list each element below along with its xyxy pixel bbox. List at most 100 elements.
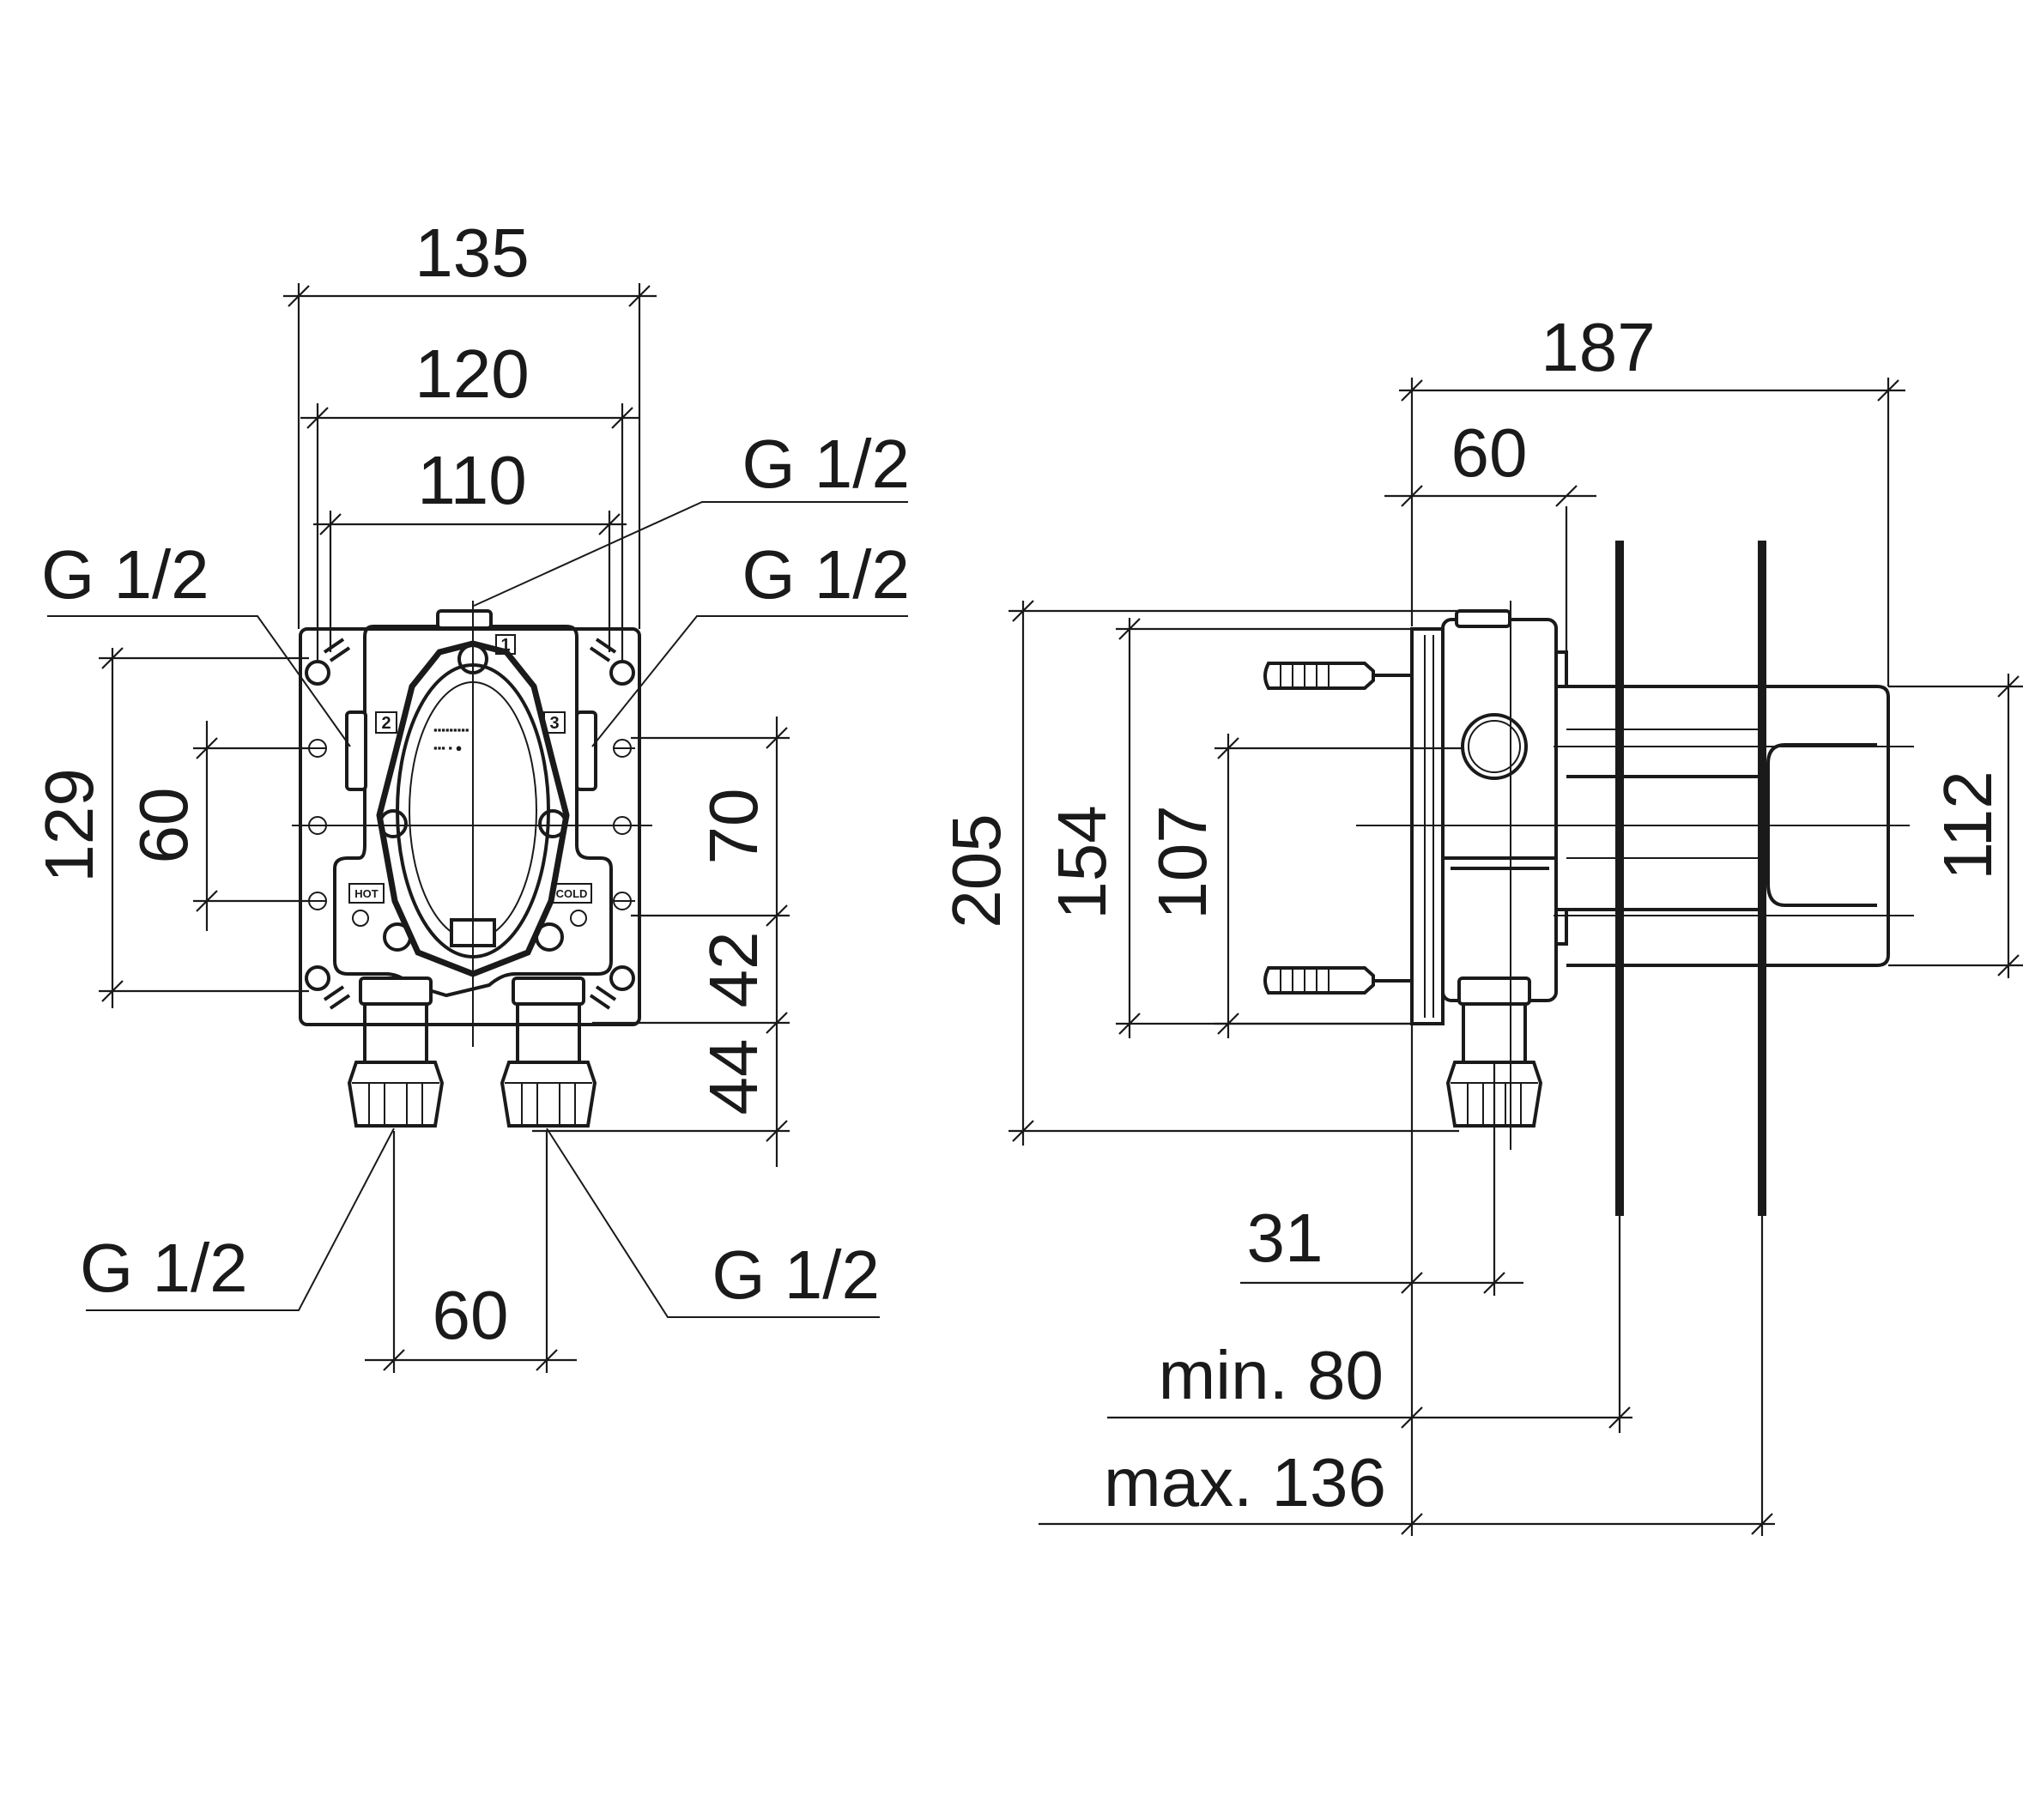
center-lines	[292, 601, 652, 1047]
side-screw-left-icon	[379, 809, 408, 838]
dim-right-42-label: 42	[695, 932, 772, 1008]
dim-wall-max-136: max. 136	[1039, 1216, 1775, 1536]
top-port-cap	[436, 609, 493, 630]
side-box-nub	[1554, 908, 1568, 946]
mounting-hole-icon	[305, 965, 330, 991]
dim-height-129: 129	[31, 647, 309, 1008]
thread-callout-bottom-left: G 1/2	[80, 1128, 395, 1311]
dim-depth-187: 187	[1399, 309, 1905, 686]
extension-sleeve-inner	[1566, 729, 1762, 859]
box-top-cap	[1455, 609, 1511, 628]
extension-sleeve	[1566, 685, 1762, 967]
fitting-body	[516, 1002, 581, 1064]
mounting-holes	[305, 638, 635, 1010]
thread-callout-bottom-left-label: G 1/2	[80, 1230, 248, 1306]
inlet-fitting-left	[347, 977, 445, 1128]
thread-callout-left: G 1/2	[41, 536, 351, 747]
wall-anchor-top	[1263, 662, 1412, 690]
right-side-port	[575, 710, 597, 791]
port-label-2: 2	[381, 714, 391, 733]
thread-callout-left-label: G 1/2	[41, 536, 209, 613]
dim-width-110: 110	[313, 442, 627, 652]
fitting-collar	[500, 1061, 597, 1128]
side-box-nub	[1554, 650, 1568, 688]
side-screw-right-icon	[538, 809, 567, 838]
fitting-body	[363, 1002, 428, 1064]
dim-wall-min-80: min. 80	[1107, 1216, 1632, 1433]
dim-right-44-label: 44	[695, 1039, 772, 1116]
dim-depth-187-label: 187	[1541, 309, 1655, 385]
dim-right-70-label: 70	[695, 789, 772, 865]
thread-callout-right-label: G 1/2	[742, 536, 910, 613]
fitting-nut	[512, 977, 585, 1006]
port-label-3: 3	[549, 714, 559, 733]
dim-height-60-left-label: 60	[125, 788, 202, 864]
mounting-hole-icon	[609, 965, 635, 991]
dim-trim-112: 112	[1888, 674, 2023, 978]
dim-width-120-label: 120	[415, 336, 529, 412]
side-center-lines	[1356, 601, 1914, 1150]
wall-anchor-bottom	[1263, 966, 1412, 995]
dim-outlet-spacing-label: 60	[433, 1277, 509, 1353]
fitting-collar	[347, 1061, 445, 1128]
dim-trim-112-label: 112	[1929, 771, 2006, 880]
cold-indicator-icon	[570, 910, 587, 927]
cold-label: COLD	[556, 887, 588, 900]
box-division	[1443, 856, 1556, 870]
bottom-screw-right-icon	[535, 922, 564, 952]
slot-icon	[589, 638, 617, 662]
dim-width-135-label: 135	[415, 215, 529, 291]
thread-callout-bottom-right-label: G 1/2	[712, 1237, 880, 1313]
diverter-port-icon	[1461, 713, 1528, 780]
dim-height-129-label: 129	[31, 768, 107, 882]
slot-icon	[323, 985, 351, 1010]
badge-text-line-1: ▪▪▪▪▪▪▪▪▪	[433, 723, 469, 736]
dim-depth-60: 60	[1384, 414, 1596, 686]
dim-offset-31-label: 31	[1247, 1200, 1323, 1276]
mounting-hole-icon	[609, 660, 635, 686]
dim-height-154: 154	[1044, 618, 1443, 1038]
hot-indicator-icon	[352, 910, 369, 927]
thread-callout-bottom-right: G 1/2	[546, 1128, 880, 1318]
dim-height-60-left: 60	[125, 721, 309, 931]
dim-depth-60-label: 60	[1451, 414, 1528, 491]
cold-label-box	[551, 883, 592, 904]
thread-callout-right: G 1/2	[591, 536, 910, 747]
left-side-port	[345, 710, 367, 791]
fitting-flats	[505, 1082, 592, 1124]
front-view: 1 2 3 ▪▪▪▪▪▪▪▪▪ ▪▪▪ ▪ ● HOT COLD	[31, 215, 910, 1373]
dim-outlet-spacing: 60	[365, 1131, 577, 1373]
thread-callout-top: G 1/2	[473, 426, 910, 607]
dim-wall-min-80-label: min. 80	[1159, 1337, 1384, 1413]
dim-height-107: 107	[1144, 734, 1463, 1038]
port-label-2-box	[375, 711, 397, 734]
fitting-nut	[359, 977, 433, 1006]
valve-housing	[333, 625, 613, 998]
bottom-screw-left-icon	[383, 922, 412, 952]
dim-height-205: 205	[938, 600, 1459, 1146]
hot-label-box	[348, 883, 385, 904]
inlet-fitting-right	[500, 977, 597, 1128]
fitting-flats	[352, 1082, 439, 1124]
mounting-plate	[299, 627, 641, 1026]
dim-height-107-label: 107	[1144, 805, 1220, 919]
diverter-port-inner-icon	[1468, 720, 1521, 773]
dim-width-120: 120	[300, 336, 639, 661]
dim-height-205-label: 205	[938, 813, 1015, 928]
mounting-hole-icon	[305, 660, 330, 686]
valve-box-body	[1441, 618, 1558, 1002]
thread-callout-top-label: G 1/2	[742, 426, 910, 502]
side-view: 187 60 205 154 107 112 31	[938, 309, 2023, 1536]
dim-height-154-label: 154	[1044, 805, 1120, 919]
dim-width-135: 135	[283, 215, 657, 629]
hot-label: HOT	[354, 887, 379, 900]
dim-right-stack: 70 42 44	[532, 717, 790, 1167]
slot-icon	[589, 985, 617, 1010]
dim-wall-max-136-label: max. 136	[1104, 1444, 1386, 1521]
port-label-1: 1	[500, 636, 510, 655]
dim-offset-31: 31	[1240, 1024, 1523, 1536]
dim-width-110-label: 110	[417, 442, 527, 518]
slot-icon	[323, 638, 351, 662]
badge-text-line-2: ▪▪▪ ▪ ●	[433, 741, 463, 754]
